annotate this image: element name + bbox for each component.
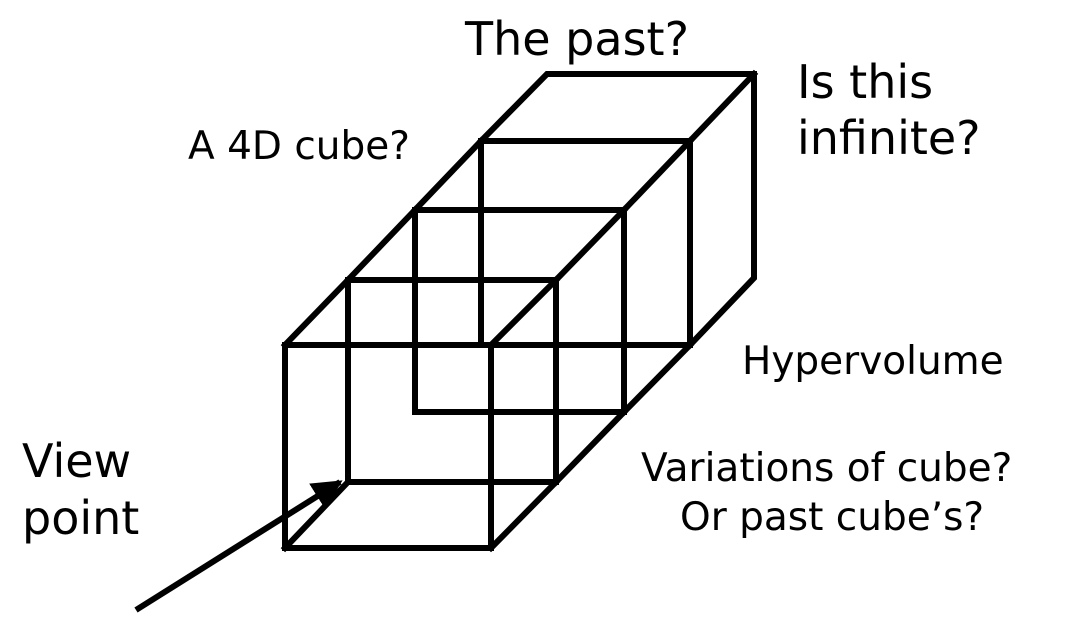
- label-4d-cube: A 4D cube?: [188, 124, 410, 169]
- label-hypervolume: Hypervolume: [742, 339, 1004, 384]
- middle-cube-edge-tl: [343, 205, 420, 285]
- middle-cube-front-face: [412, 207, 627, 415]
- outer-cube-edge-tr: [685, 69, 759, 146]
- back-cube-front-face: [478, 138, 693, 348]
- label-is-this: Is this: [797, 55, 933, 109]
- cube-wireframe: [280, 69, 759, 553]
- label-or-past-cubes: Or past cube’s?: [680, 495, 984, 540]
- front-cube-edge-tl: [280, 275, 353, 350]
- front-cube-back-face: [345, 277, 559, 485]
- front-cube-edge-br: [486, 477, 561, 553]
- label-point: point: [22, 491, 139, 545]
- label-infinite: infinite?: [797, 111, 981, 165]
- back-cube-edge-br: [619, 340, 695, 417]
- back-cube-edge-tr: [619, 136, 695, 215]
- viewpoint-arrow: [134, 479, 343, 613]
- middle-cube-edge-br: [551, 407, 629, 487]
- label-variations-of-cube: Variations of cube?: [641, 446, 1012, 491]
- label-the-past: The past?: [464, 12, 689, 66]
- middle-cube-edge-tr: [551, 205, 629, 285]
- front-cube-front-face: [282, 342, 494, 551]
- front-cube-edge-bl: [280, 477, 353, 553]
- back-cube-edge-tl: [410, 136, 486, 215]
- front-cube-edge-tr: [486, 275, 561, 350]
- label-view: View: [22, 434, 131, 488]
